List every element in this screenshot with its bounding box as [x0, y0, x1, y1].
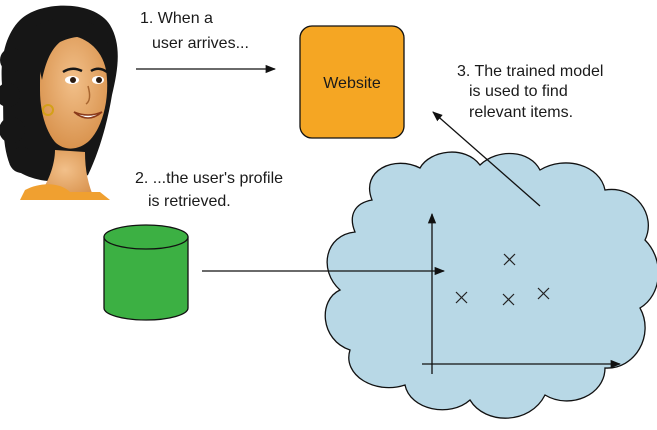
step3-line1: 3. The trained model: [457, 63, 603, 80]
website-box: Website: [299, 25, 405, 139]
website-rect: [299, 25, 405, 139]
step3-line2: is used to find: [469, 83, 568, 100]
scatter-point: [537, 287, 550, 300]
step2-line1: 2. ...the user's profile: [135, 170, 283, 187]
database-icon: [103, 224, 189, 321]
scatter-point: [502, 293, 515, 306]
step2-line2: is retrieved.: [148, 193, 231, 210]
model-cloud: [324, 151, 657, 419]
scatter-point: [503, 253, 516, 266]
scatter-point: [455, 291, 468, 304]
website-label: Website: [323, 75, 381, 92]
user-avatar: [0, 5, 118, 200]
step1-line2: user arrives...: [152, 35, 249, 52]
step3-line3: relevant items.: [469, 104, 573, 121]
arrow-model-to-website: [432, 111, 541, 207]
step1-line1: 1. When a: [140, 10, 213, 27]
